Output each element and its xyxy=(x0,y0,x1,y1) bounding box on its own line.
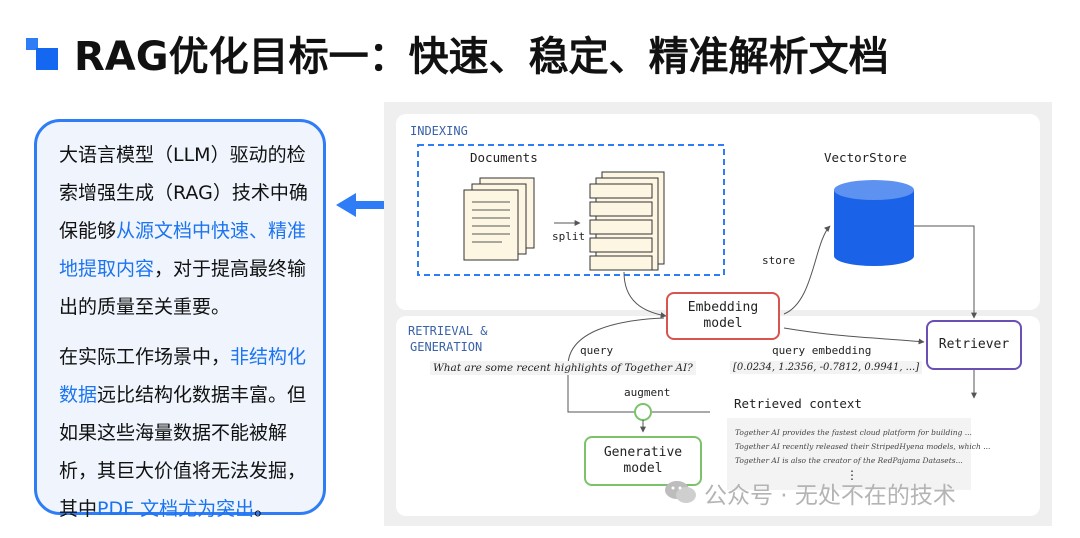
p1-text-b: ，对于提高最终输出的质量至关重要。 xyxy=(59,258,307,318)
p2-highlight-2: PDF 文档尤为突出 xyxy=(97,498,255,520)
left-arrow-icon xyxy=(336,193,406,217)
embedding-values: [0.0234, 1.2356, -0.7812, 0.9941, ...] xyxy=(730,361,923,374)
split-label: split xyxy=(552,230,586,243)
query-embedding-label: query embedding xyxy=(772,344,872,357)
documents-label: Documents xyxy=(470,150,538,165)
p2-text-c: 。 xyxy=(254,498,274,520)
wechat-icon xyxy=(665,481,696,503)
context-line: Together AI provides the fastest cloud p… xyxy=(735,428,972,437)
retrieval-label-2: GENERATION xyxy=(410,340,483,354)
rag-diagram: INDEXING RETRIEVAL & GENERATION Document… xyxy=(384,102,1052,526)
augment-left-line xyxy=(567,374,634,413)
augment-node-icon xyxy=(634,403,652,421)
page-title: RAG优化目标一：快速、稳定、精准解析文档 xyxy=(74,34,889,80)
context-line: Together AI recently released their Stri… xyxy=(735,442,991,451)
augment-label: augment xyxy=(624,386,671,399)
embedding-to-retriever-arrow xyxy=(783,327,925,345)
store-label: store xyxy=(762,254,796,267)
p2-highlight: 非结构化数据 xyxy=(59,346,307,406)
summary-callout: 大语言模型（LLM）驱动的检索增强生成（RAG）技术中确保能够从源文档中快速、精… xyxy=(34,119,326,520)
context-ellipsis: ⋮ xyxy=(846,468,858,482)
generative-label-2: model xyxy=(623,461,663,476)
context-line: Together AI is also the creator of the R… xyxy=(735,456,963,465)
callout-paragraph-2: 在实际工作场景中，非结构化数据远比结构化数据丰富。但如果这些海量数据不能被解析，… xyxy=(59,338,321,528)
retriever-box: Retriever xyxy=(926,320,1022,370)
query-label: query xyxy=(580,344,614,357)
callout-paragraph-1: 大语言模型（LLM）驱动的检索增强生成（RAG）技术中确保能够从源文档中快速、精… xyxy=(59,136,321,326)
embedding-label-1: Embedding xyxy=(687,300,759,315)
store-arrow xyxy=(783,225,831,315)
vectorstore-icon xyxy=(834,180,914,266)
generative-label-1: Generative xyxy=(603,445,683,460)
embedding-label-2: model xyxy=(703,316,743,331)
documents-group-box xyxy=(417,144,725,276)
retrieved-context-box: Together AI provides the fastest cloud p… xyxy=(727,418,991,490)
p1-text-a: 大语言模型（LLM）驱动的检索增强生成（RAG）技术中确保能够 xyxy=(59,144,308,242)
retriever-label: Retriever xyxy=(938,337,1010,352)
indexing-label: INDEXING xyxy=(410,124,468,138)
retrieval-label-1: RETRIEVAL & xyxy=(408,324,488,338)
retrieved-context-label: Retrieved context xyxy=(734,396,862,411)
p2-text-b: 远比结构化数据丰富。但如果这些海量数据不能被解析，其巨大价值将无法发掘，其中 xyxy=(59,384,307,520)
watermark: 公众号 · 无处不在的技术 xyxy=(704,483,956,509)
title-mark-icon xyxy=(26,38,60,72)
document-stack-icon xyxy=(463,177,535,261)
query-text: What are some recent highlights of Toget… xyxy=(430,361,696,375)
p1-highlight: 从源文档中快速、精准地提取内容 xyxy=(59,220,307,280)
query-to-embedding-arrow xyxy=(567,317,665,365)
chunk-stack-icon xyxy=(589,171,665,271)
chunk-to-embedding-arrow xyxy=(623,271,667,318)
diagram-graphics xyxy=(417,144,977,433)
p2-text-a: 在实际工作场景中， xyxy=(59,346,231,368)
vectorstore-label: VectorStore xyxy=(824,150,907,165)
vectorstore-to-retriever-arrow xyxy=(914,225,977,319)
